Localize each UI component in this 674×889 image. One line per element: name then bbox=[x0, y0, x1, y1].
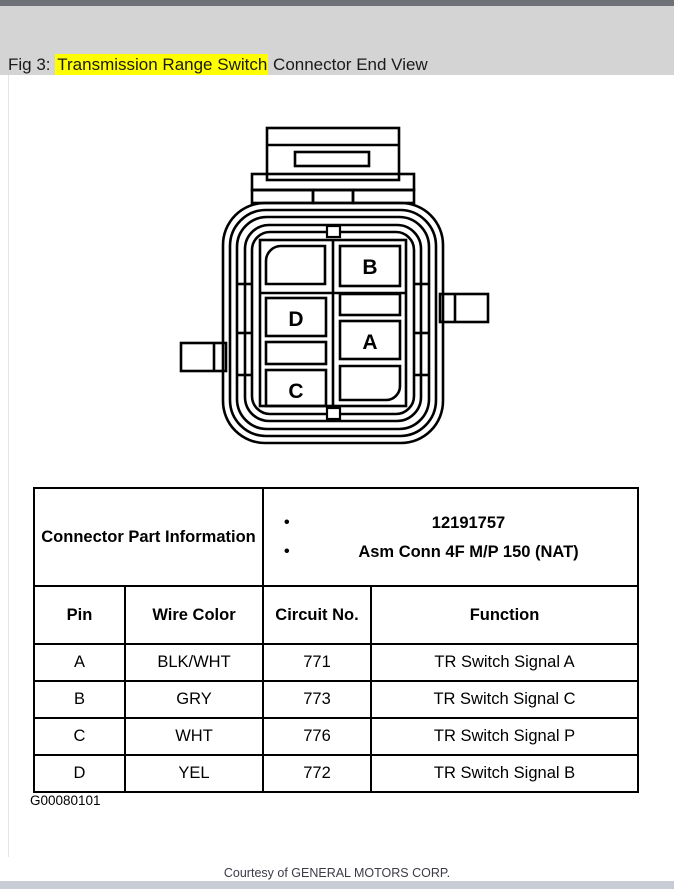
cell-wire-color: GRY bbox=[123, 680, 265, 719]
cell-wire-color: BLK/WHT bbox=[123, 643, 265, 682]
figure-header-band: Fig 3: Transmission Range Switch Connect… bbox=[0, 6, 674, 76]
figure-caption: Fig 3: Transmission Range Switch Connect… bbox=[8, 54, 428, 76]
cell-wire-color: YEL bbox=[123, 754, 265, 793]
cell-function: TR Switch Signal P bbox=[370, 717, 640, 756]
table-header-row: Pin Wire Color Circuit No. Function bbox=[33, 585, 640, 645]
part-info-value: Asm Conn 4F M/P 150 (NAT) bbox=[284, 540, 637, 564]
cavity-label-a: A bbox=[362, 331, 377, 354]
page-left-rule bbox=[8, 75, 9, 857]
column-header-pin: Pin bbox=[33, 585, 126, 645]
window-top-bar bbox=[0, 0, 674, 6]
diagram-reference-code: G00080101 bbox=[30, 793, 101, 808]
cell-function: TR Switch Signal B bbox=[370, 754, 640, 793]
connector-spec-table: Connector Part Information 12191757 Asm … bbox=[32, 487, 640, 793]
column-header-function: Function bbox=[370, 585, 640, 645]
table-row: C WHT 776 TR Switch Signal P bbox=[33, 717, 640, 756]
cell-pin: A bbox=[33, 643, 126, 682]
cell-function: TR Switch Signal A bbox=[370, 643, 640, 682]
table-row: D YEL 772 TR Switch Signal B bbox=[33, 754, 640, 793]
connector-end-view-diagram: B D A C bbox=[170, 118, 510, 473]
cell-pin: C bbox=[33, 717, 126, 756]
footer-credit: Courtesy of GENERAL MOTORS CORP. bbox=[223, 866, 451, 880]
cell-circuit-no: 773 bbox=[262, 680, 373, 719]
cell-function: TR Switch Signal C bbox=[370, 680, 640, 719]
cavity-label-b: B bbox=[362, 256, 377, 279]
part-info-value: 12191757 bbox=[284, 511, 637, 535]
table-row-part-info: Connector Part Information 12191757 Asm … bbox=[32, 487, 640, 587]
caption-prefix: Fig 3: bbox=[8, 55, 56, 74]
part-info-label: Connector Part Information bbox=[32, 487, 265, 587]
window-bottom-bar bbox=[0, 881, 674, 889]
table-row: B GRY 773 TR Switch Signal C bbox=[33, 680, 640, 719]
column-header-wire-color: Wire Color bbox=[123, 585, 265, 645]
part-info-values: 12191757 Asm Conn 4F M/P 150 (NAT) bbox=[262, 487, 640, 587]
cell-pin: B bbox=[33, 680, 126, 719]
cell-circuit-no: 776 bbox=[262, 717, 373, 756]
cell-circuit-no: 771 bbox=[262, 643, 373, 682]
table-row: A BLK/WHT 771 TR Switch Signal A bbox=[33, 643, 640, 682]
column-header-circuit-no: Circuit No. bbox=[262, 585, 373, 645]
cavity-label-c: C bbox=[288, 380, 303, 403]
cell-wire-color: WHT bbox=[123, 717, 265, 756]
cavity-label-d: D bbox=[288, 308, 303, 331]
cell-circuit-no: 772 bbox=[262, 754, 373, 793]
caption-suffix: Connector End View bbox=[268, 55, 428, 74]
caption-highlight-text: Transmission Range Switch bbox=[55, 54, 269, 76]
cell-pin: D bbox=[33, 754, 126, 793]
